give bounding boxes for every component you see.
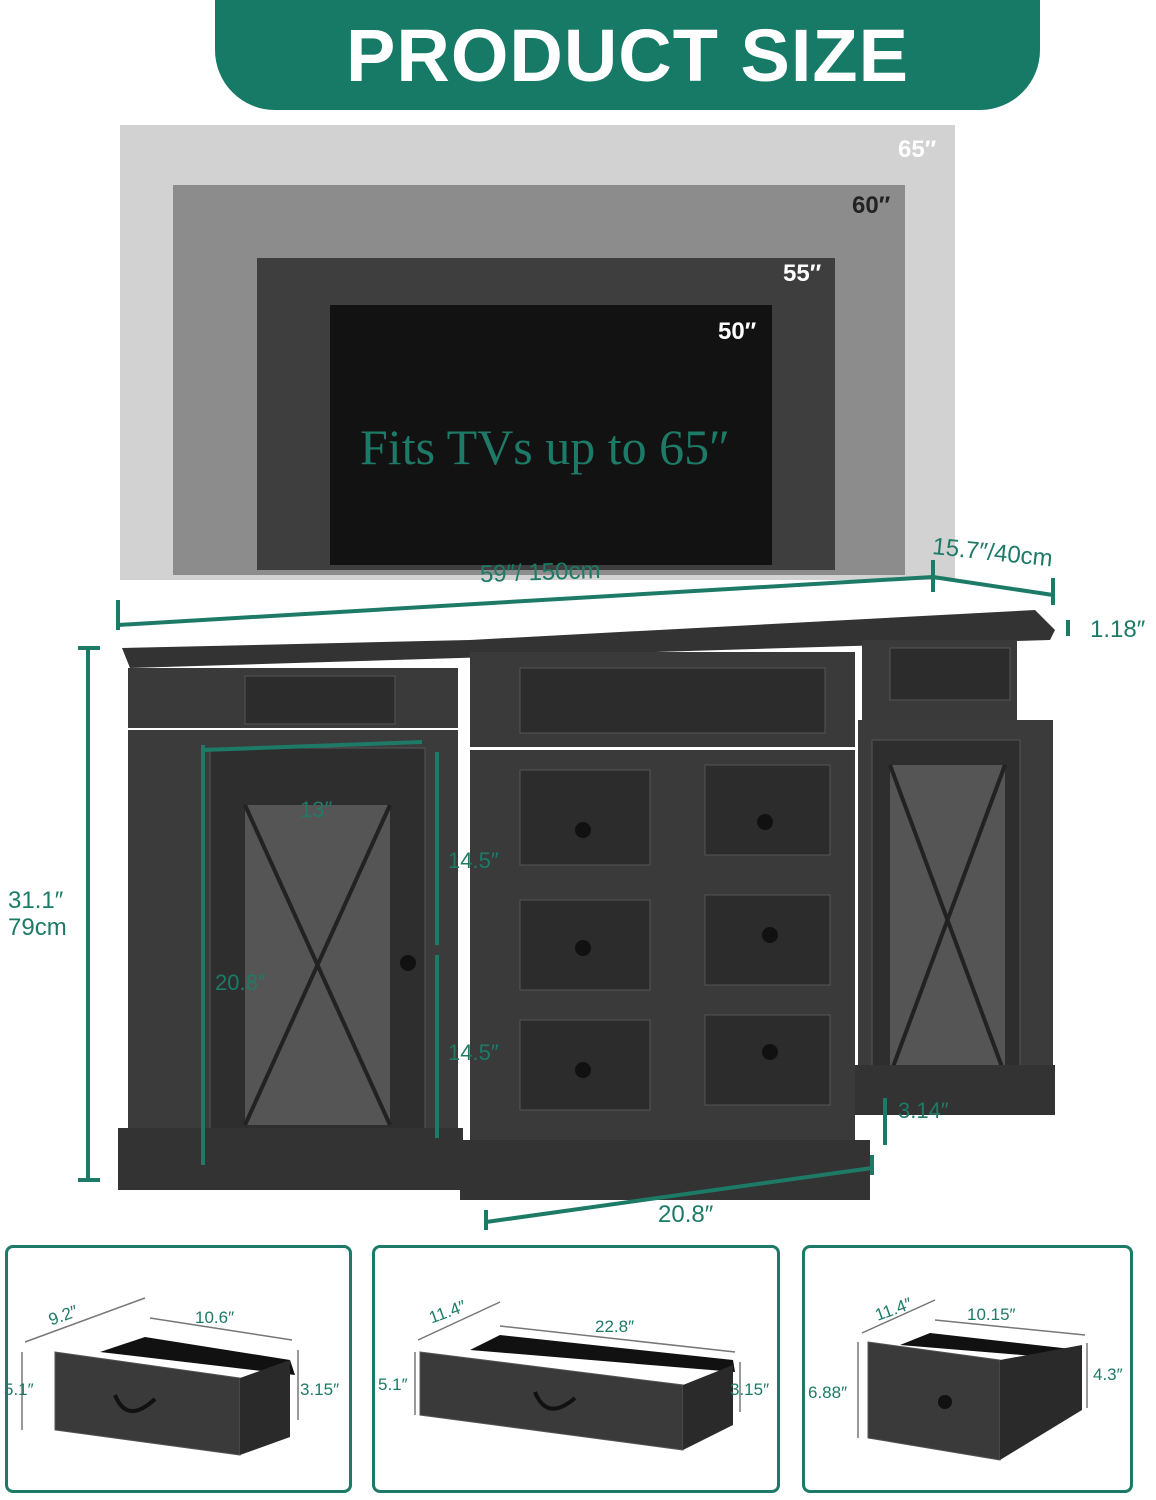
width-label: 59″/ 150cm (479, 557, 600, 588)
drawer-1 (54, 1337, 295, 1456)
dimension-lines (78, 560, 1070, 1230)
door-height-label: 20.8″ (215, 970, 266, 995)
drawer-1-inner-height: 3.15″ (300, 1380, 339, 1399)
center-width-label: 20.8″ (658, 1201, 714, 1228)
drawer-2-front-height: 5.1″ (378, 1375, 408, 1394)
tv-65-label: 65″ (898, 136, 937, 163)
tv-55-label: 55″ (783, 260, 822, 287)
drawer-3 (867, 1333, 1082, 1461)
drawer-3-width: 10.15″ (967, 1305, 1016, 1324)
height-in-label: 31.1″ (8, 887, 64, 914)
height-cm-label: 79cm (8, 914, 67, 941)
drawer-1-width: 10.6″ (195, 1308, 234, 1327)
tv-60-label: 60″ (852, 192, 891, 219)
tv-50-outline (330, 305, 772, 565)
drawer-section-lower-label: 14.5″ (448, 1040, 499, 1065)
drawer-panel-small-top (5, 1245, 352, 1493)
page-title: PRODUCT SIZE (346, 13, 909, 97)
drawer-1-front-height: 5.1″ (4, 1380, 34, 1399)
drawer-1-depth: 9.2″ (46, 1301, 80, 1329)
top-thickness-label: 1.18″ (1090, 616, 1146, 643)
drawer-2-depth: 11.4″ (426, 1297, 468, 1328)
drawer-2-width: 22.8″ (595, 1317, 634, 1336)
drawer-3-front-height: 6.88″ (808, 1383, 847, 1402)
door-width-label: 13″ (300, 797, 332, 822)
drawer-3-inner-height: 4.3″ (1093, 1365, 1123, 1384)
title-banner: PRODUCT SIZE (215, 0, 1040, 110)
cabinet (118, 610, 1055, 1200)
tv-50-label: 50″ (718, 318, 757, 345)
drawer-panel-center-top (372, 1245, 780, 1493)
drawer-3-depth: 11.4″ (873, 1294, 915, 1325)
base-height-label: 3.14″ (898, 1098, 949, 1123)
drawer-panel-center (802, 1245, 1133, 1493)
drawer-section-upper-label: 14.5″ (448, 848, 499, 873)
drawer-2 (419, 1335, 735, 1451)
drawer-2-inner-height: 3.15″ (730, 1380, 769, 1399)
tv-fit-text: Fits TVs up to 65″ (360, 419, 730, 475)
